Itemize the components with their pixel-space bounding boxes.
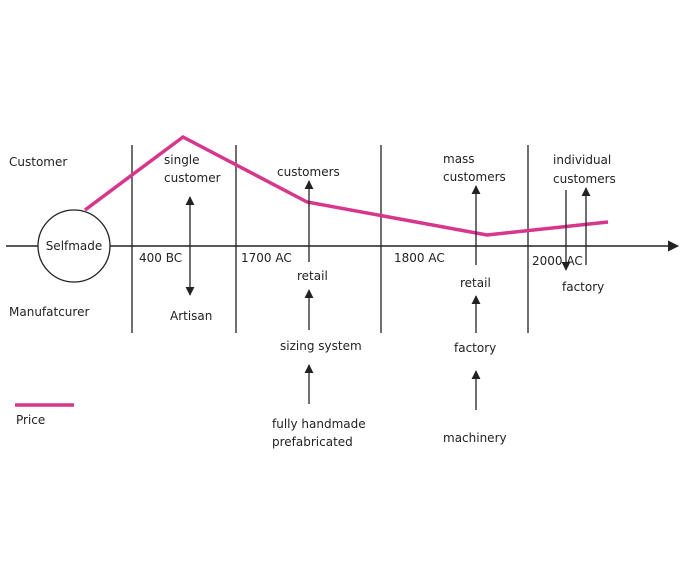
label-sizing-system: sizing system bbox=[280, 339, 362, 353]
era-label: 1700 AC bbox=[241, 251, 292, 265]
label-factory: factory bbox=[562, 280, 604, 294]
label-machinery: machinery bbox=[443, 431, 507, 445]
label-individual: individual bbox=[553, 153, 611, 167]
label-customers: customers bbox=[277, 165, 340, 179]
selfmade-label: Selfmade bbox=[46, 239, 103, 253]
label-individual-customers: customers bbox=[553, 172, 616, 186]
era-label: 400 BC bbox=[139, 251, 182, 265]
era-label: 2000 AC bbox=[532, 254, 583, 268]
era-label: 1800 AC bbox=[394, 251, 445, 265]
label-fully-handmade: fully handmade bbox=[272, 417, 366, 431]
label-retail: retail bbox=[460, 276, 491, 290]
label-mass-customers: customers bbox=[443, 170, 506, 184]
row-label-manufacturer: Manufatcurer bbox=[9, 305, 89, 319]
label-mass: mass bbox=[443, 152, 475, 166]
price-line bbox=[83, 134, 609, 237]
label-artisan: Artisan bbox=[170, 309, 212, 323]
label-factory: factory bbox=[454, 341, 496, 355]
label-single: single bbox=[164, 153, 200, 167]
legend-price-label: Price bbox=[16, 413, 45, 427]
selfmade-circle bbox=[37, 209, 111, 283]
label-prefabricated: prefabricated bbox=[272, 435, 353, 449]
row-label-customer: Customer bbox=[9, 155, 67, 169]
label-retail: retail bbox=[297, 269, 328, 283]
label-customer: customer bbox=[164, 171, 221, 185]
